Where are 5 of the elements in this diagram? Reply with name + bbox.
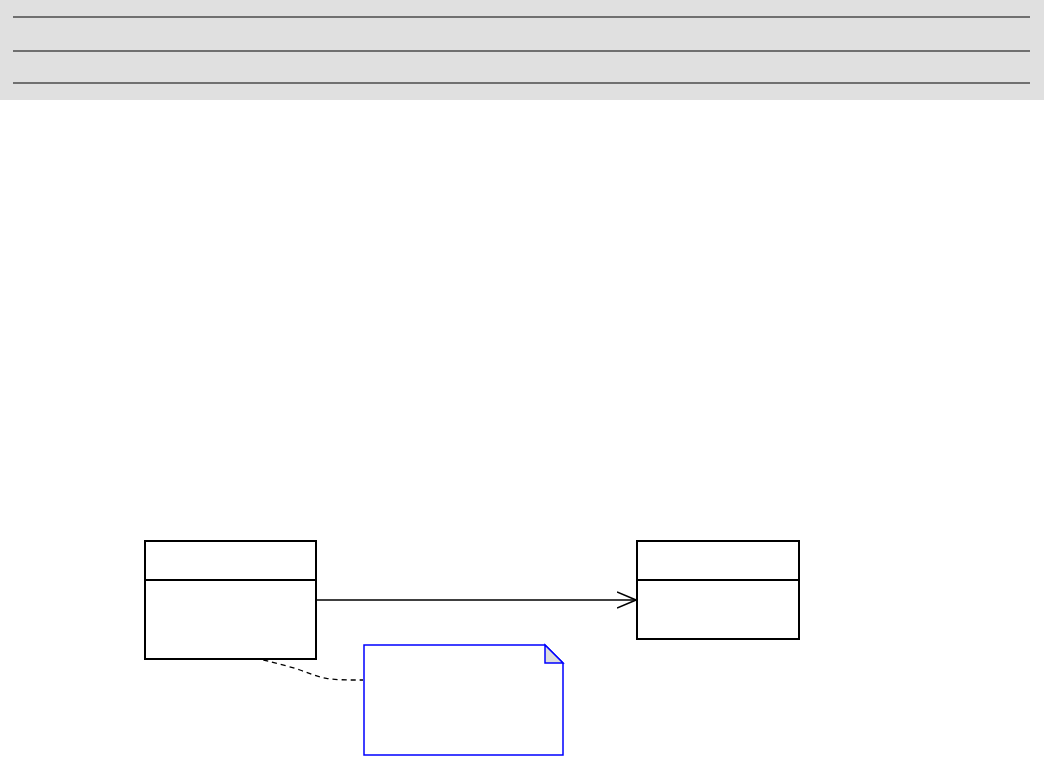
class-box: [144, 540, 317, 660]
arrow: [316, 591, 637, 609]
note-shape: [363, 644, 564, 756]
dashed-connector: [262, 659, 364, 681]
class-box: [636, 540, 800, 640]
